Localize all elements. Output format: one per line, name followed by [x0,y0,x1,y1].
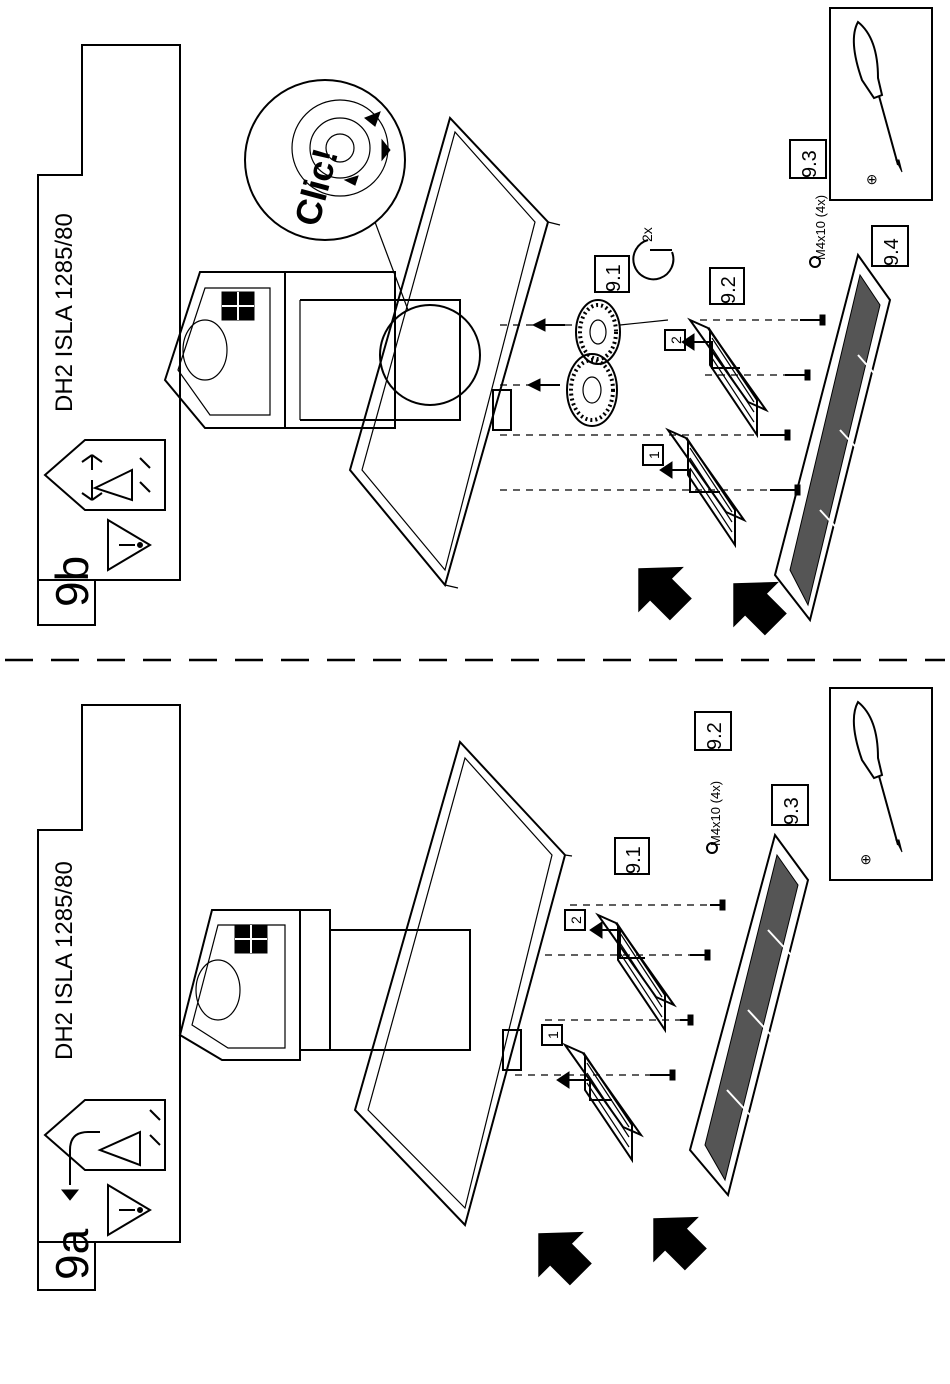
filter-panel-1-9b [660,430,744,545]
panel-9a: 9a DH2 ISLA 1285/80 [38,688,932,1296]
hood-canopy-9a [355,742,572,1225]
filter-panel-1-9a [557,1045,641,1160]
step-number-9b: 9b [46,556,98,607]
step-2-label-9b: 2 [668,336,684,344]
part-label-filter-panels-9b: 9.2 [718,276,740,304]
filter-panel-2-9a [590,915,674,1030]
svg-text:⊕: ⊕ [866,171,878,187]
model-label-9b: DH2 ISLA 1285/80 [51,213,78,412]
recirculation-mode-icon [45,440,165,510]
repeat-count: 2x [639,227,655,242]
warning-triangle-icon [108,1185,150,1235]
carbon-filters-9b [500,300,668,426]
extraction-mode-icon [45,1100,165,1200]
part-label-grease-filter-9b: 9.4 [881,238,903,266]
click-detail-icon: Clic! [245,80,405,240]
part-label-carbon-filters: 9.1 [603,264,625,292]
step-1-label-9b: 1 [646,451,662,459]
part-label-screws-9a: 9.2 [704,722,726,750]
push-arrow-icon [633,1196,718,1281]
filter-panel-2-9b [682,320,766,435]
screwdriver-icon: ⊕ [854,702,902,867]
part-label-filter-panels-9a: 9.1 [623,846,645,874]
part-label-grease-filter-9a: 9.3 [781,797,803,825]
hood-canopy-9b [350,118,560,588]
screws-9b [760,257,825,495]
hood-chimney-9a [180,910,470,1060]
step-2-label-9a: 2 [568,916,584,924]
screw-spec-9b: M4x10 (4x) [813,195,828,260]
push-arrow-icon [518,1211,603,1296]
warning-triangle-icon [108,520,150,570]
grease-filter-9a [690,835,808,1195]
push-arrow-icon [713,561,798,646]
part-label-screws-9b: 9.3 [799,150,821,178]
hood-chimney-9b [165,272,460,428]
model-label-9a: DH2 ISLA 1285/80 [51,861,78,1060]
screwdriver-icon: ⊕ [854,22,902,187]
rotate-count-icon: 2x [633,227,673,279]
step-number-9a: 9a [46,1228,98,1280]
svg-text:⊕: ⊕ [860,851,872,867]
screws-9a [650,843,725,1080]
screw-spec-9a: M4x10 (4x) [708,781,723,846]
panel-9b: 9b DH2 ISLA 1285/80 [38,8,932,646]
step-1-label-9a: 1 [545,1031,561,1039]
click-text: Clic! [286,144,346,230]
push-arrow-icon [618,546,703,631]
grease-filter-9b [775,255,890,620]
